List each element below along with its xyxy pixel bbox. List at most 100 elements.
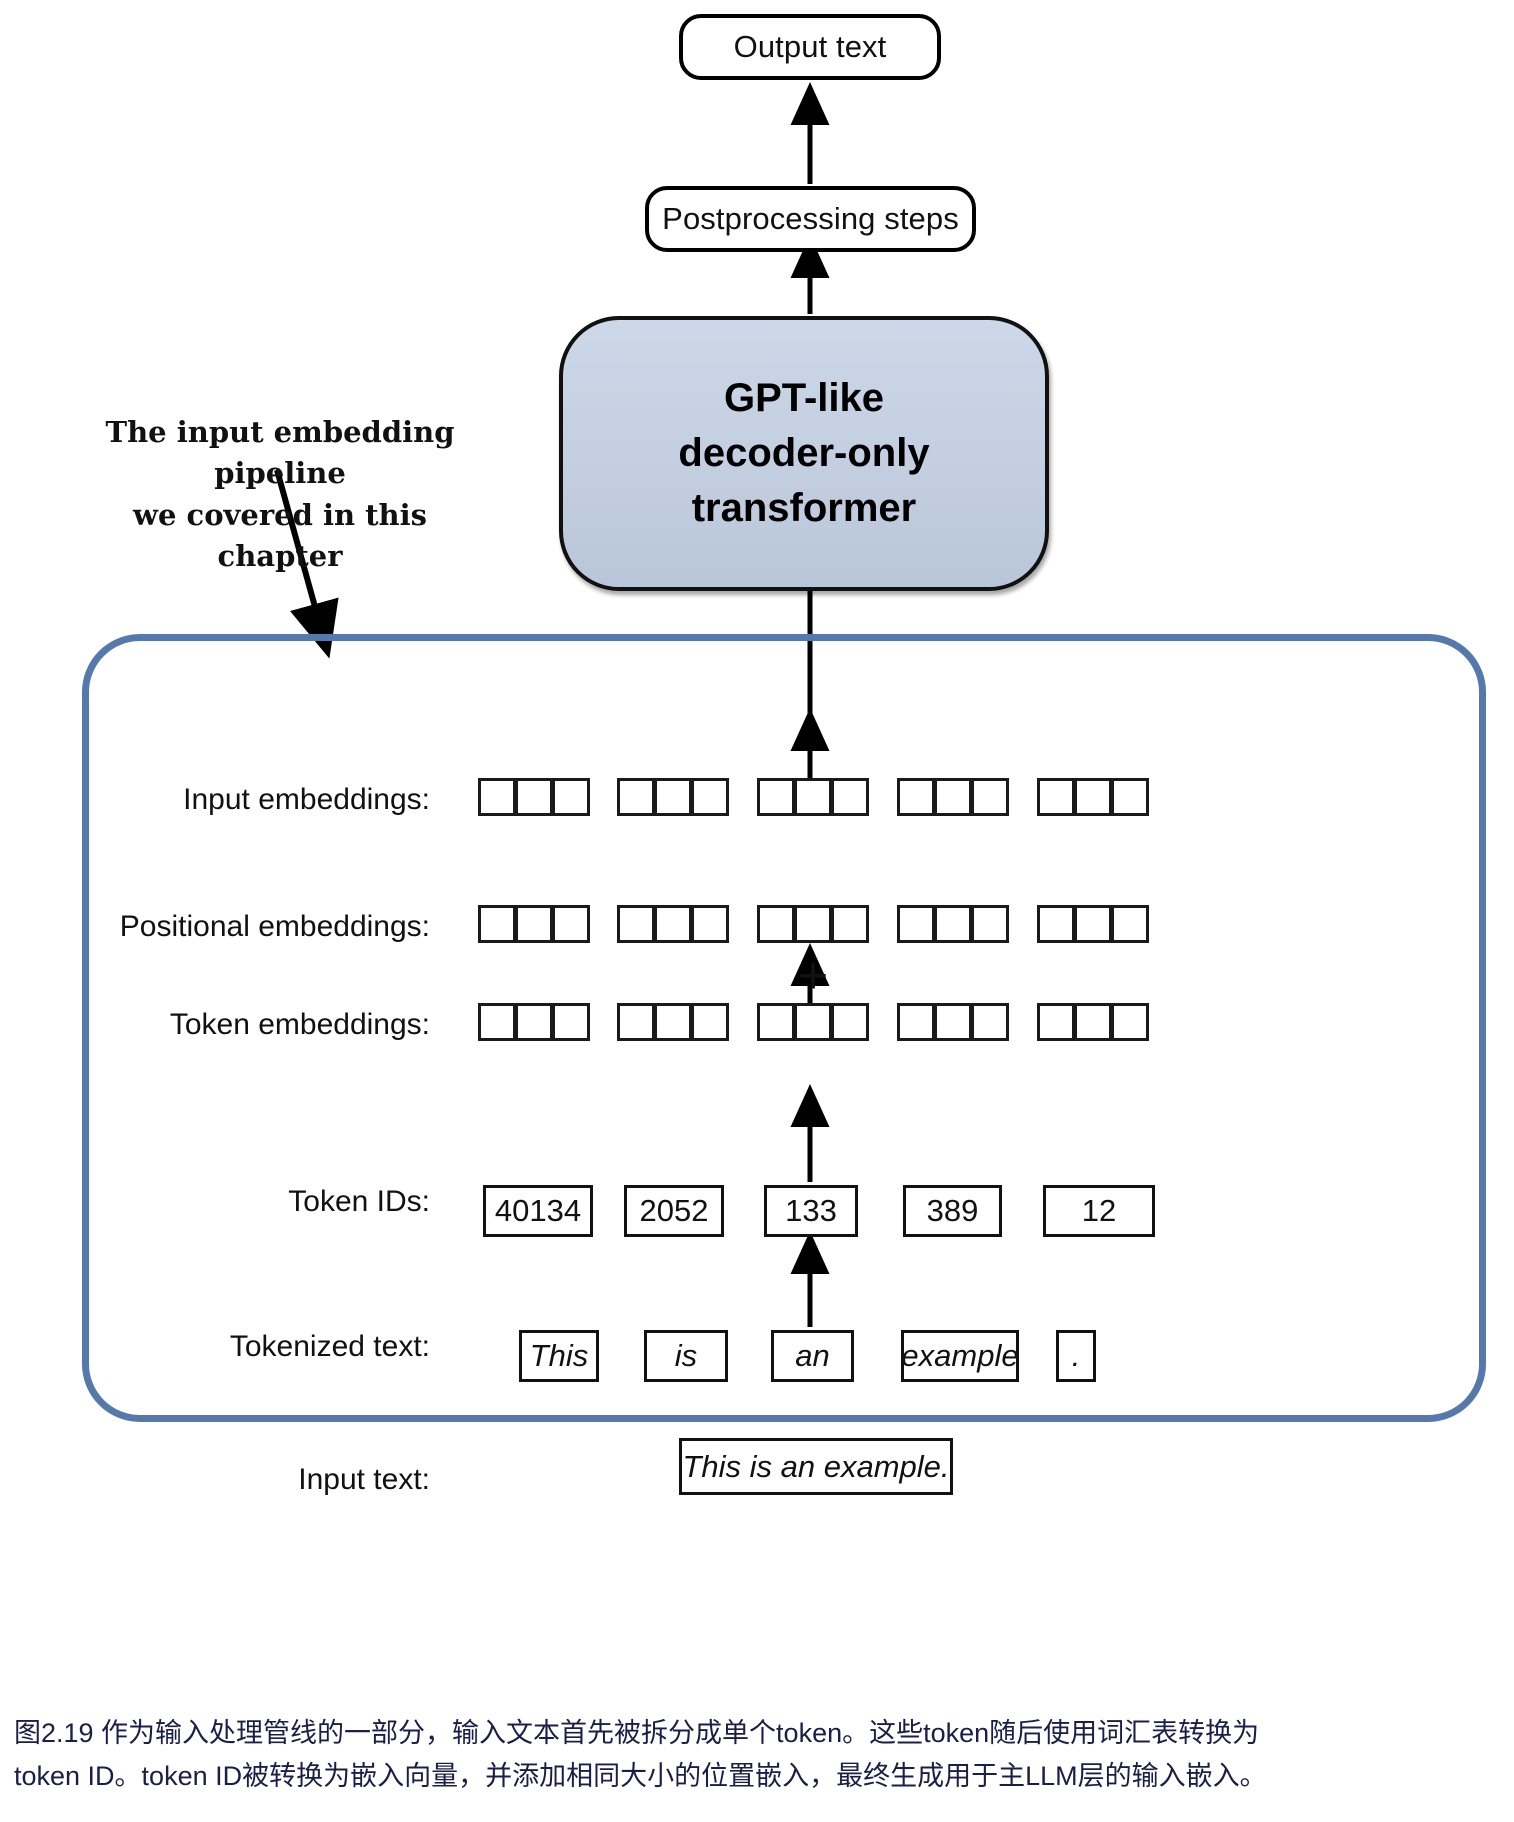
transformer-line-2: decoder-only (678, 430, 930, 475)
embedding-cell (934, 778, 972, 816)
input-text-value: This is an example. (682, 1448, 950, 1484)
token-id-value: 2052 (639, 1193, 709, 1228)
embedding-cell (617, 1003, 655, 1041)
embedding-cell (654, 905, 692, 943)
embedding-cell (691, 1003, 729, 1041)
embedding-cell (1111, 905, 1149, 943)
token-id-value: 12 (1081, 1193, 1117, 1228)
token-id-value: 389 (926, 1193, 979, 1228)
input-text-value-box: This is an example. (679, 1438, 953, 1495)
embedding-cell-group (757, 905, 869, 943)
caption-line-1: 图2.19 作为输入处理管线的一部分，输入文本首先被拆分成单个token。这些t… (14, 1718, 1260, 1748)
embedding-cell (897, 1003, 935, 1041)
token-id-box: 389 (903, 1185, 1002, 1237)
embedding-cell-group (1037, 905, 1149, 943)
embedding-cell (1111, 778, 1149, 816)
tokenized-text-box: example (901, 1330, 1019, 1382)
embedding-cell (1074, 905, 1112, 943)
tokenized-text-box: This (519, 1330, 599, 1382)
row-label-token-ids: Token IDs: (100, 1185, 430, 1219)
input-embedding-pipeline-container (82, 634, 1486, 1422)
tokenized-text-box: is (644, 1330, 728, 1382)
embedding-cell-group (757, 778, 869, 816)
embedding-cell (971, 905, 1009, 943)
tokenized-text-value: an (795, 1338, 830, 1373)
plus-symbol: + (797, 947, 829, 1005)
embedding-cell (478, 1003, 516, 1041)
tokenized-text-value: This (529, 1338, 589, 1373)
embedding-cell-group (478, 905, 590, 943)
embedding-cell (1074, 1003, 1112, 1041)
embedding-cell (971, 1003, 1009, 1041)
embedding-cell (757, 778, 795, 816)
embedding-cell-group (617, 905, 729, 943)
embedding-cell (831, 1003, 869, 1041)
embedding-cell (757, 1003, 795, 1041)
embedding-cell-group (897, 905, 1009, 943)
embedding-cell (654, 778, 692, 816)
embedding-cell-group (478, 1003, 590, 1041)
row-label-input-embeddings: Input embeddings: (100, 783, 430, 817)
gpt-transformer-box: GPT-like decoder-only transformer (559, 316, 1049, 591)
embedding-cell (552, 1003, 590, 1041)
embedding-cell (934, 905, 972, 943)
embedding-cell (897, 905, 935, 943)
embedding-cell (1037, 905, 1075, 943)
embedding-cell (1111, 1003, 1149, 1041)
tokenized-text-box: an (771, 1330, 854, 1382)
embedding-cell (691, 778, 729, 816)
token-ids-label: Token IDs: (288, 1185, 430, 1218)
embedding-cell-group (617, 778, 729, 816)
embedding-cell (478, 778, 516, 816)
embedding-cell-group (1037, 778, 1149, 816)
token-id-value: 40134 (494, 1193, 582, 1228)
token-id-box: 12 (1043, 1185, 1155, 1237)
embedding-cell (794, 1003, 832, 1041)
embedding-cell (1037, 778, 1075, 816)
row-label-token-embeddings: Token embeddings: (100, 1008, 430, 1042)
embedding-cell (1074, 778, 1112, 816)
plus-operator: + (793, 950, 833, 1002)
transformer-label: GPT-like decoder-only transformer (678, 371, 929, 537)
embedding-cell-group (478, 778, 590, 816)
embedding-cell (515, 905, 553, 943)
embedding-cell (831, 778, 869, 816)
tokenized-text-box: . (1056, 1330, 1096, 1382)
embedding-cell (971, 778, 1009, 816)
figure-caption: 图2.19 作为输入处理管线的一部分，输入文本首先被拆分成单个token。这些t… (14, 1712, 1504, 1797)
tokenized-text-value: is (674, 1338, 698, 1373)
embedding-cell (515, 1003, 553, 1041)
embedding-cell (897, 778, 935, 816)
embedding-cell (478, 905, 516, 943)
annotation-text: The input embedding pipeline we covered … (70, 371, 490, 577)
embedding-cell (617, 905, 655, 943)
embedding-cell-group (617, 1003, 729, 1041)
annotation-label: The input embedding pipeline we covered … (105, 415, 455, 573)
embedding-cell (552, 778, 590, 816)
embedding-cell (794, 905, 832, 943)
output-text-label: Output text (733, 29, 887, 64)
transformer-line-1: GPT-like (723, 375, 885, 420)
embedding-cell (1037, 1003, 1075, 1041)
tokenized-text-label: Tokenized text: (229, 1330, 430, 1363)
embedding-cell (934, 1003, 972, 1041)
token-id-value: 133 (785, 1193, 837, 1228)
embedding-cell (794, 778, 832, 816)
token-embeddings-label: Token embeddings: (169, 1008, 430, 1041)
row-label-input-text: Input text: (100, 1463, 430, 1497)
postprocessing-box: Postprocessing steps (645, 186, 976, 252)
embedding-cell-group (757, 1003, 869, 1041)
positional-embeddings-label: Positional embeddings: (119, 910, 430, 943)
postprocessing-label: Postprocessing steps (662, 201, 959, 236)
token-id-box: 133 (764, 1185, 858, 1237)
token-id-box: 2052 (624, 1185, 724, 1237)
embedding-cell (691, 905, 729, 943)
row-label-tokenized-text: Tokenized text: (100, 1330, 430, 1364)
input-embeddings-label: Input embeddings: (183, 783, 430, 816)
output-text-box: Output text (679, 14, 941, 80)
embedding-cell-group (1037, 1003, 1149, 1041)
embedding-cell-group (897, 778, 1009, 816)
embedding-cell-group (897, 1003, 1009, 1041)
embedding-cell (757, 905, 795, 943)
